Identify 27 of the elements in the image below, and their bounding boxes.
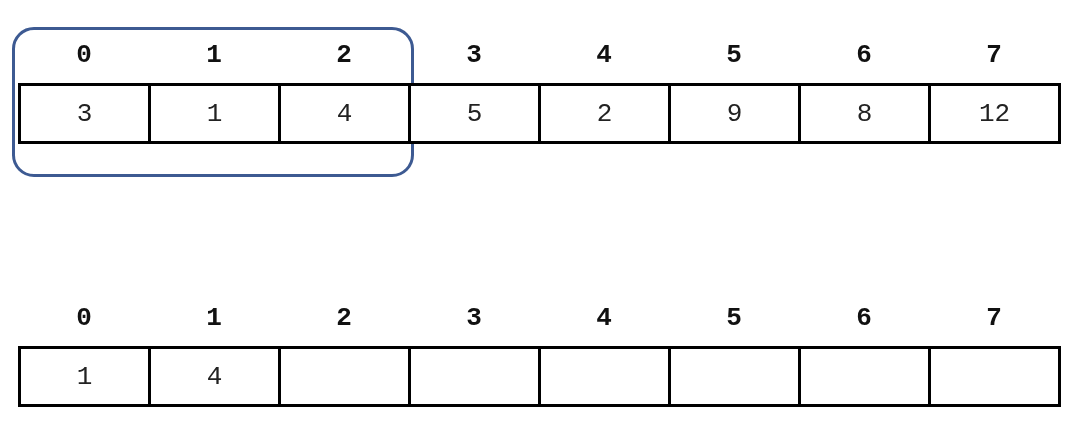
- index-label: 5: [725, 303, 743, 333]
- index-label: 4: [595, 303, 613, 333]
- array-cell: 12: [928, 83, 1061, 144]
- index-label: 7: [985, 303, 1003, 333]
- index-label: 1: [205, 40, 223, 70]
- array-cell: 2: [538, 83, 671, 144]
- index-label: 2: [335, 303, 353, 333]
- index-label: 4: [595, 40, 613, 70]
- index-label: 2: [335, 40, 353, 70]
- array-cell: 9: [668, 83, 801, 144]
- index-label: 1: [205, 303, 223, 333]
- index-label: 7: [985, 40, 1003, 70]
- array-cell: 8: [798, 83, 931, 144]
- index-label: 0: [75, 303, 93, 333]
- array-cell: 5: [408, 83, 541, 144]
- index-label: 6: [855, 40, 873, 70]
- index-label: 5: [725, 40, 743, 70]
- array-cell: 4: [148, 346, 281, 407]
- array-cell: 1: [148, 83, 281, 144]
- index-label: 6: [855, 303, 873, 333]
- index-label: 3: [465, 303, 483, 333]
- window-frame: [12, 27, 414, 177]
- array-cell: 4: [278, 83, 411, 144]
- index-label: 3: [465, 40, 483, 70]
- array-cell: 1: [18, 346, 151, 407]
- array-cell: 3: [18, 83, 151, 144]
- index-label: 0: [75, 40, 93, 70]
